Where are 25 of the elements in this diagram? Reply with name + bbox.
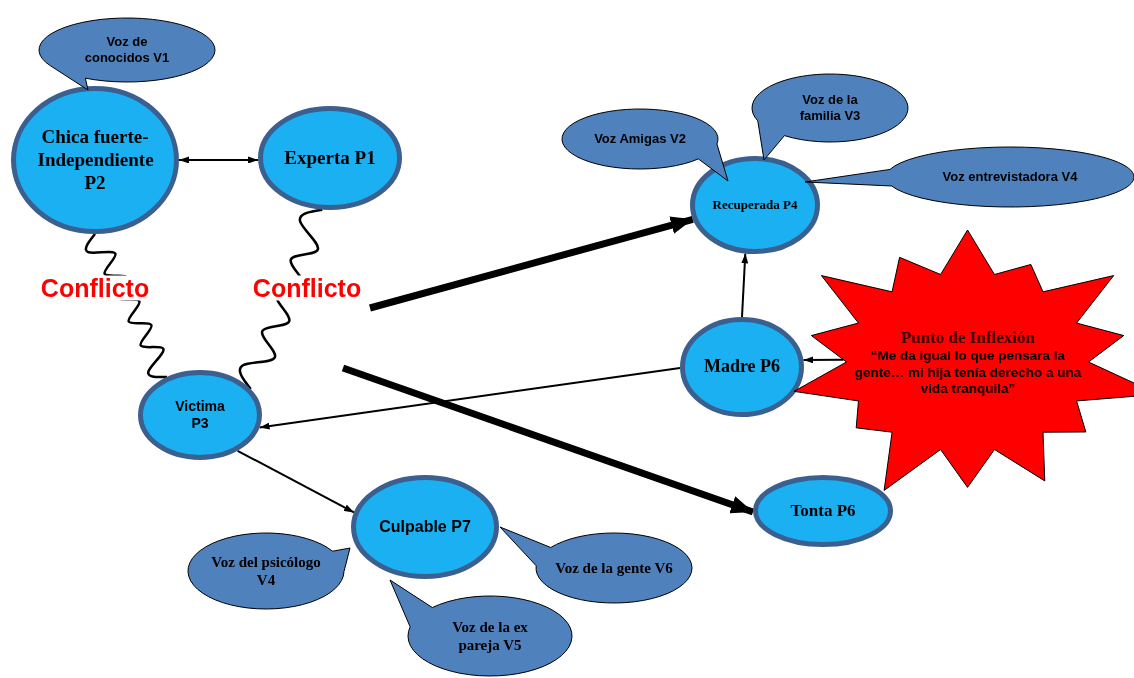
callout-heading: Punto de Inflexión bbox=[899, 327, 1037, 348]
arrow bbox=[741, 252, 749, 318]
node-label: Experta P1 bbox=[283, 146, 377, 170]
node-label: Madre P6 bbox=[702, 356, 782, 378]
arrow bbox=[802, 356, 845, 364]
node-label: Voz de la familia V3 bbox=[798, 92, 862, 124]
node-label: Voz de la ex pareja V5 bbox=[451, 618, 529, 654]
arrow bbox=[258, 367, 681, 430]
arrow bbox=[369, 215, 694, 312]
node-label: Tonta P6 bbox=[789, 500, 857, 522]
node-label: Victima P3 bbox=[174, 398, 226, 432]
edge-label: Conflicto bbox=[252, 275, 362, 301]
quote-text: “Me da igual lo que pensara la gente… mi hija tenía derecho a una vida tranquila” bbox=[853, 347, 1083, 397]
node-label: Voz entrevistadora V4 bbox=[941, 169, 1079, 185]
arrow bbox=[236, 449, 355, 514]
arrow bbox=[178, 156, 260, 164]
node-label: Culpable P7 bbox=[378, 517, 472, 537]
node-label: Chica fuerte-Independiente P2 bbox=[37, 125, 153, 195]
arrow bbox=[341, 364, 755, 516]
node-label: Voz Amigas V2 bbox=[593, 131, 687, 147]
node-label: Voz de conocidos V1 bbox=[83, 34, 171, 66]
node-label: Voz de la gente V6 bbox=[554, 559, 674, 577]
edge-label: Conflicto bbox=[40, 275, 150, 301]
node-label: Voz del psicólogo V4 bbox=[211, 553, 321, 589]
node-label: Recuperada P4 bbox=[711, 197, 799, 213]
